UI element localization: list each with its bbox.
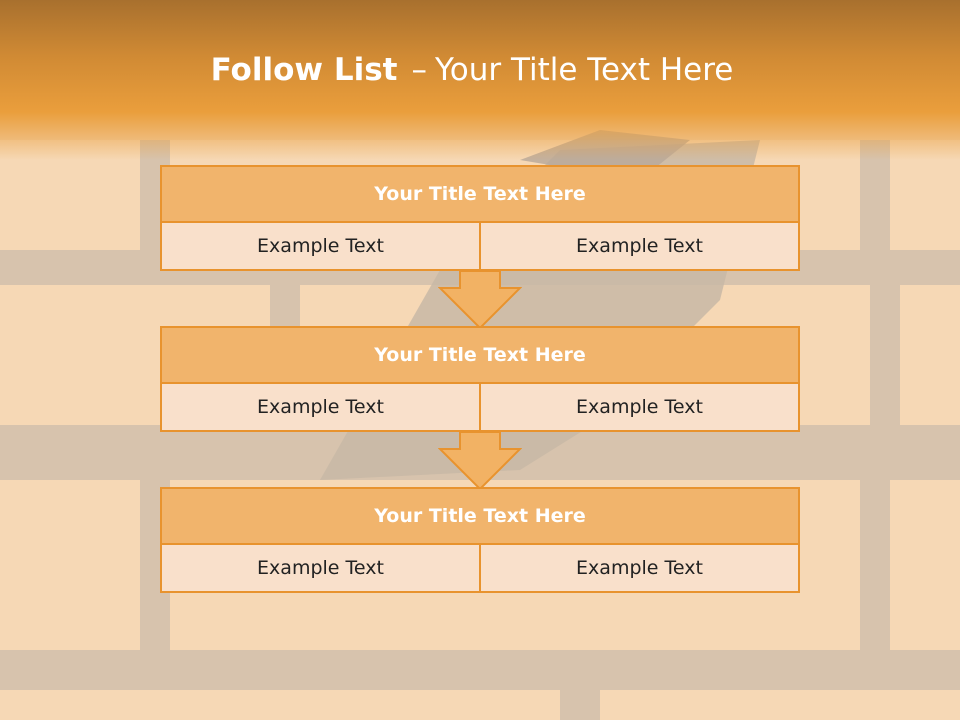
slide-title-separator: – <box>411 52 427 88</box>
block-cell-right: Example Text <box>479 221 800 271</box>
block-cell-left: Example Text <box>160 543 481 593</box>
block-title: Your Title Text Here <box>160 326 800 384</box>
block-title: Your Title Text Here <box>160 165 800 223</box>
slide-title-bold: Follow List <box>210 52 398 88</box>
slide-title: Follow List–Your Title Text Here <box>0 52 944 88</box>
block-cell-right: Example Text <box>479 382 800 432</box>
header-band <box>0 0 960 160</box>
down-arrow-icon <box>438 270 522 330</box>
slide-title-rest: Your Title Text Here <box>434 52 734 88</box>
flow-block-1: Your Title Text Here Example Text Exampl… <box>160 165 800 271</box>
block-title: Your Title Text Here <box>160 487 800 545</box>
down-arrow-icon <box>438 431 522 491</box>
block-cell-left: Example Text <box>160 382 481 432</box>
block-cell-left: Example Text <box>160 221 481 271</box>
flow-block-2: Your Title Text Here Example Text Exampl… <box>160 326 800 432</box>
flow-block-3: Your Title Text Here Example Text Exampl… <box>160 487 800 593</box>
block-cell-right: Example Text <box>479 543 800 593</box>
